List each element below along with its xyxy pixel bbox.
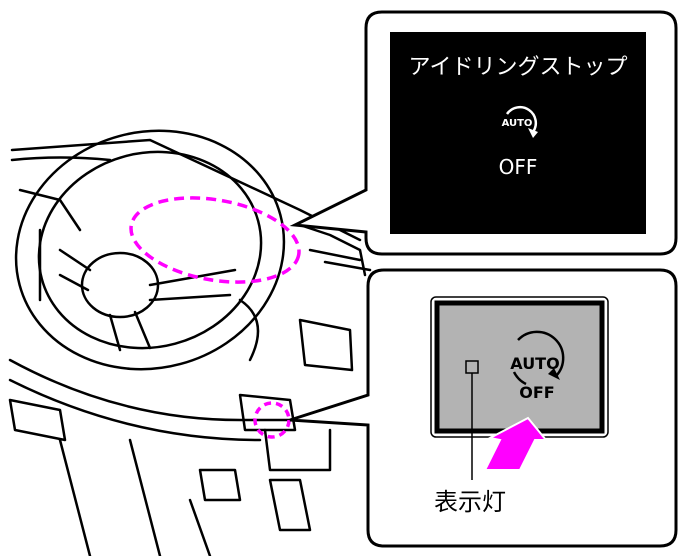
display-callout: アイドリングストップ AUTO OFF: [289, 10, 678, 256]
indicator-label: 表示灯: [434, 488, 506, 516]
press-arrow-icon: [483, 416, 549, 471]
switch-label-auto: AUTO: [510, 354, 559, 373]
indicator-lamp: [465, 360, 479, 374]
switch-label-off: OFF: [519, 383, 554, 402]
display-status: OFF: [499, 155, 538, 179]
car-interior-drawing: [8, 129, 372, 556]
switch-callout: AUTO OFF 表示灯: [289, 268, 678, 548]
switch-highlight-ring: [253, 401, 291, 439]
meter-highlight-ring: [129, 196, 301, 284]
icon-label: AUTO: [502, 118, 533, 129]
switch-arrow-icon: [517, 330, 565, 377]
display-title: アイドリングストップ: [409, 55, 628, 80]
display-screen: [390, 32, 646, 234]
auto-restart-icon: AUTO: [502, 105, 538, 138]
